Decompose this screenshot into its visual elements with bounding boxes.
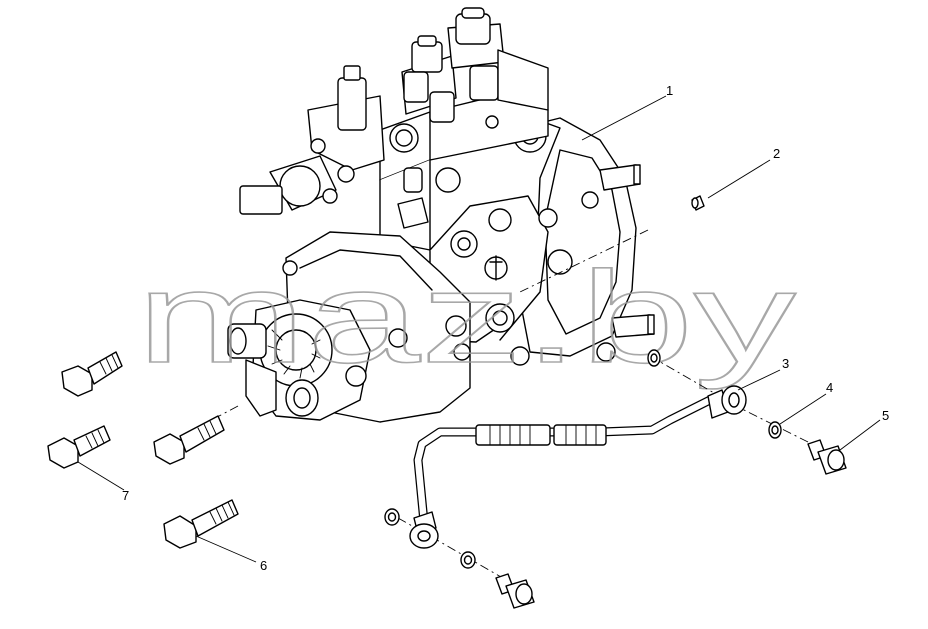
callout-5: 5 <box>882 408 889 423</box>
bolt-part-6 <box>163 499 239 549</box>
bolt-part-7-middle <box>47 425 111 469</box>
drive-gear <box>227 299 371 421</box>
center-line-fitting <box>519 229 649 293</box>
callout-3: 3 <box>782 356 789 371</box>
banjo-bolt-part-5 <box>495 439 847 609</box>
callout-2: 2 <box>773 146 780 161</box>
plug-part-2 <box>691 195 705 211</box>
callout-7: 7 <box>122 488 129 503</box>
washers-part-4 <box>384 349 782 569</box>
fuel-line-part-3 <box>409 385 747 549</box>
callout-1: 1 <box>666 83 673 98</box>
high-pressure-outlets <box>401 7 549 123</box>
watermark-text: maz.by <box>136 244 796 390</box>
bolt-part-7-right <box>153 415 225 465</box>
fuel-pump-assembly <box>227 7 655 423</box>
leader-lines <box>77 95 881 563</box>
callout-6: 6 <box>260 558 267 573</box>
callout-4: 4 <box>826 380 833 395</box>
callout-labels: 1 2 3 4 5 6 7 <box>122 83 889 573</box>
bolt-part-7-upper <box>61 351 123 397</box>
pressure-sensor <box>239 65 385 215</box>
